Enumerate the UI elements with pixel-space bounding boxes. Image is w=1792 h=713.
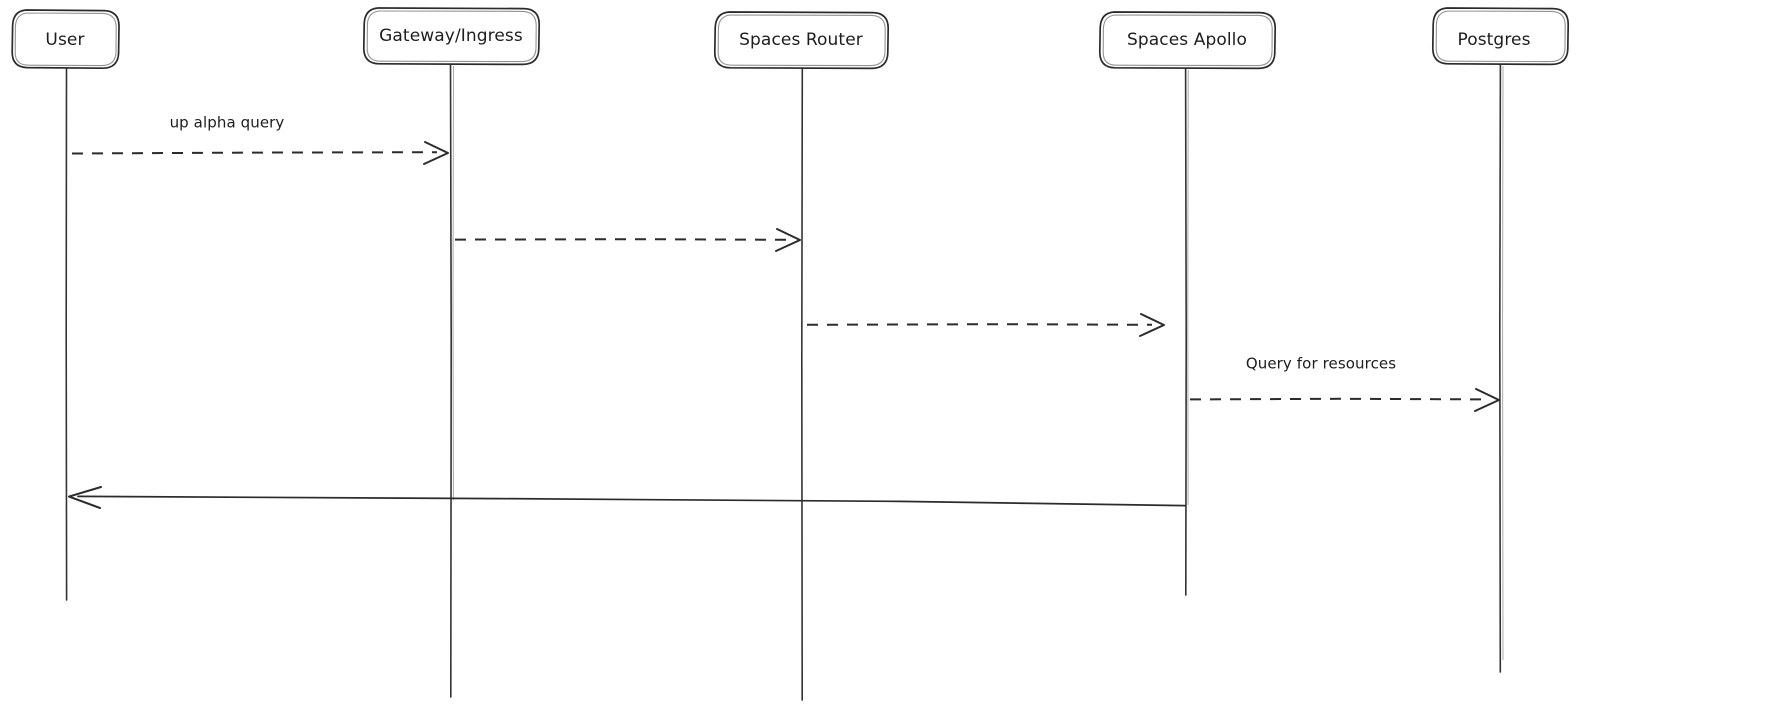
participant-gateway[interactable]: Gateway/Ingress	[362, 7, 541, 66]
participant-user-label: User	[45, 30, 84, 50]
participant-spaces-apollo-label: Spaces Apollo	[1127, 30, 1247, 50]
messages-layer: up alpha query Query for resources	[68, 114, 1500, 509]
participants-layer: User Gateway/Ingress Spaces Router Space…	[11, 7, 1570, 70]
message-1-up-alpha-query[interactable]: up alpha query	[71, 114, 449, 165]
message-1-label: up alpha query	[170, 114, 285, 132]
participant-postgres[interactable]: Postgres	[1431, 7, 1570, 66]
participant-spaces-router[interactable]: Spaces Router	[713, 11, 890, 70]
lifeline-spaces-router	[800, 67, 804, 701]
message-4-query-for-resources[interactable]: Query for resources	[1189, 355, 1500, 412]
message-2[interactable]	[454, 228, 801, 252]
lifeline-gateway	[449, 63, 454, 698]
participant-postgres-label: Postgres	[1457, 30, 1530, 50]
message-3[interactable]	[806, 313, 1165, 337]
lifeline-postgres	[1498, 63, 1504, 673]
lifeline-spaces-apollo	[1184, 67, 1189, 596]
message-4-label: Query for resources	[1246, 355, 1396, 373]
participant-spaces-apollo[interactable]: Spaces Apollo	[1098, 11, 1277, 70]
participant-user[interactable]: User	[11, 9, 120, 70]
message-5-return[interactable]	[68, 486, 1186, 509]
participant-gateway-label: Gateway/Ingress	[379, 26, 523, 46]
participant-spaces-router-label: Spaces Router	[739, 30, 863, 50]
lifelines-layer	[65, 63, 1504, 701]
